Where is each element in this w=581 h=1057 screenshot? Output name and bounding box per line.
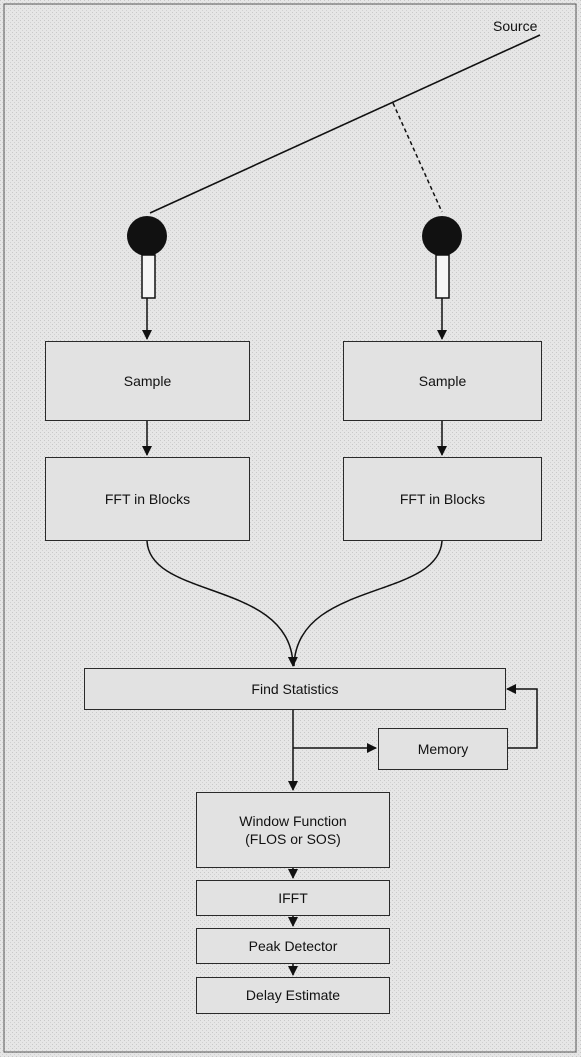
window-function-box: Window Function (FLOS or SOS) [196, 792, 390, 868]
path-difference-dashed-line [392, 102, 443, 213]
find-statistics-box: Find Statistics [84, 668, 506, 710]
curve-left-fft-to-statistics [146, 540, 298, 667]
right-sample-box: Sample [343, 341, 542, 421]
frame-border [3, 3, 577, 1053]
right-microphone-icon [422, 216, 462, 299]
left-microphone-icon [127, 216, 167, 299]
ifft-box: IFFT [196, 880, 390, 916]
source-wavefront-line [149, 34, 541, 214]
left-fft-box: FFT in Blocks [45, 457, 250, 541]
delay-estimate-box: Delay Estimate [196, 977, 390, 1014]
right-fft-box: FFT in Blocks [343, 457, 542, 541]
source-label: Source [493, 18, 538, 34]
peak-detector-box: Peak Detector [196, 928, 390, 964]
arrow-memory-feedback [506, 684, 538, 749]
memory-box: Memory [378, 728, 508, 770]
curve-right-fft-to-statistics [293, 540, 443, 667]
left-sample-box: Sample [45, 341, 250, 421]
